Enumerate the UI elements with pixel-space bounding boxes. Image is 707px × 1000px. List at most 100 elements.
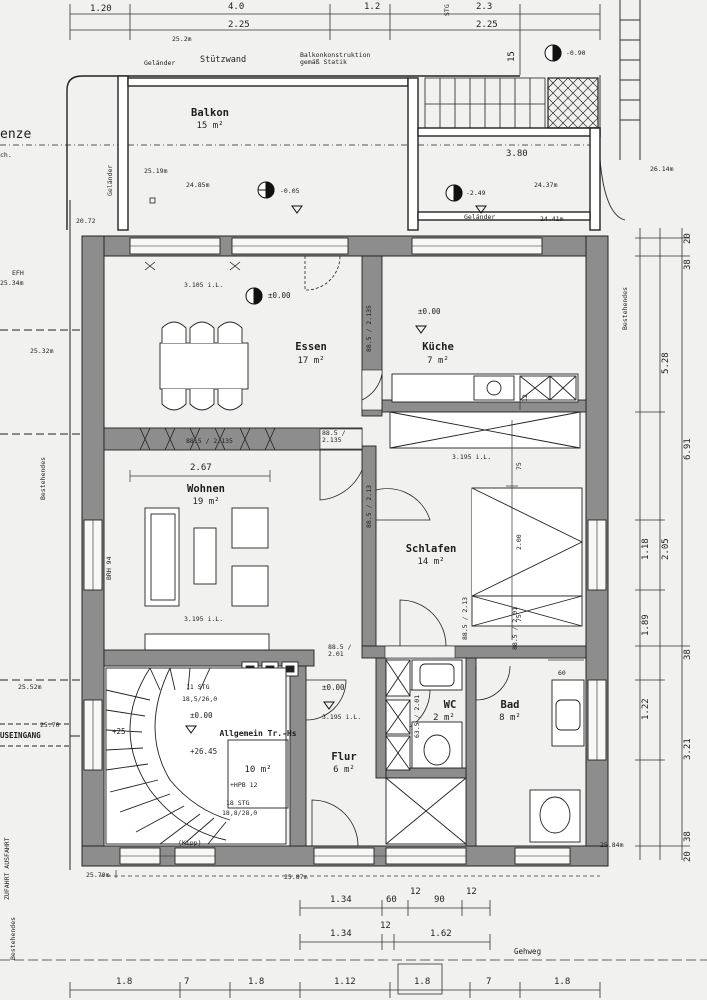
level-markers — [185, 44, 562, 734]
label-hpb: +HPB 12 — [230, 781, 258, 789]
room-wohnen-area: 19 m² — [192, 497, 220, 507]
terrace-stair — [424, 77, 546, 129]
dim-right-7: 38 — [683, 649, 693, 660]
dim-right-5: 2.05 — [661, 538, 671, 560]
dim-wc-door: 63.5 / 2.01 — [413, 694, 421, 738]
dim-kueche-12: 12 — [521, 394, 529, 402]
dim-schlafen-75a: 75 — [515, 462, 523, 470]
label-stg18: 18 STG — [226, 799, 250, 807]
kitchen-counter — [391, 373, 579, 403]
level-efh: 25.34m — [0, 279, 24, 287]
dim-bad-60: 60 — [558, 669, 566, 677]
label-gelaender-right: Geländer — [464, 213, 496, 221]
label-stg11: 11 STG — [186, 683, 210, 691]
label-zufahrt: ZUFAHRT AUSFAHRT — [3, 837, 11, 900]
label-li-schlafen: 3.195 i.L. — [452, 453, 492, 461]
door-openings — [319, 369, 456, 659]
dim-bottom-row3-1: 7 — [184, 977, 190, 987]
level-left-pt3: 25.70 — [40, 721, 60, 729]
dim-right-10: 20 — [683, 851, 693, 862]
label-bestehendes-right: Bestehendes — [621, 286, 629, 330]
dim-bottom-row1-3: 90 — [434, 895, 445, 905]
dim-right-1: 20 — [683, 233, 693, 244]
wall-tick-marks — [139, 261, 276, 451]
room-flur-name: Flur — [331, 751, 357, 763]
dim-top-0: 1.20 — [90, 4, 112, 14]
dim-right-11: 38 — [683, 831, 693, 842]
level-right-pt: 26.14m — [650, 165, 674, 173]
level-left-pt1: 25.32m — [30, 347, 54, 355]
balcony-drain — [149, 197, 156, 204]
label-stg11-ratio: 18,5/26,0 — [182, 695, 218, 703]
room-wc-name: WC — [443, 699, 457, 711]
door-swings — [304, 255, 511, 847]
dining-furniture — [159, 321, 249, 411]
dim-top-7: 15 — [507, 51, 517, 62]
room-schlafen-name: Schlafen — [405, 543, 457, 555]
spiral-stair — [105, 667, 289, 845]
dim-wohnen-brh: BRH 94 — [105, 556, 113, 580]
dim-balkon-38: 3.80 — [506, 149, 528, 159]
dim-bottom-row2-2: 1.62 — [430, 929, 452, 939]
dim-bottom-row3-0: 1.8 — [116, 977, 133, 987]
room-kueche-name: Küche — [422, 341, 454, 353]
room-bad-name: Bad — [500, 699, 520, 711]
dim-bottom-row2-1: 12 — [380, 921, 391, 931]
dim-schlafen-75b: 75 — [515, 614, 523, 622]
level-bottom3: 25.84m — [600, 841, 624, 849]
label-li-essen: 3.105 i.L. — [184, 281, 224, 289]
level-bottom2: 25.87m — [284, 873, 308, 881]
dim-top-1: 4.0 — [228, 2, 245, 12]
label-li-wohnen: 3.195 i.L. — [184, 615, 224, 623]
room-treppenhaus-area: 10 m² — [244, 765, 272, 775]
room-balkon-area: 15 m² — [196, 121, 224, 131]
window-openings — [83, 237, 607, 865]
dim-bb-885: 88.5 / 2.13 — [365, 484, 373, 528]
dim-bottom-row3-4: 1.8 — [414, 977, 431, 987]
label-gehweg: Gehweg — [514, 947, 542, 956]
dim-right-4: 1.18 — [641, 538, 651, 560]
dim-flur-door: 88.5 / 2.01 — [328, 643, 352, 658]
level-top-pt: 25.2m — [172, 35, 192, 43]
dim-essen-bottom: 88.5 / 2.135 — [186, 437, 233, 445]
label-bestehendes-bottom: Bestehendes — [9, 916, 17, 960]
dim-kueche-door: 88.5 / 2.135 — [365, 305, 373, 352]
label-efh: EFH — [12, 269, 24, 277]
entrance-markers — [0, 200, 80, 870]
dim-essen-door: 88.5 / 2.135 — [322, 429, 346, 444]
level-tr-plus25: +25 — [112, 727, 126, 736]
right-dimension-lines — [635, 228, 690, 860]
room-essen-area: 17 m² — [297, 356, 325, 366]
label-grenze-sub: ch. — [0, 151, 12, 159]
level-essen: ±0.00 — [268, 291, 291, 300]
room-essen-name: Essen — [295, 341, 327, 353]
dim-top-5: STG — [443, 4, 451, 16]
dim-top-4: 2.3 — [476, 2, 493, 12]
dim-bottom-row1-1: 60 — [386, 895, 397, 905]
dim-bottom-row1-2: 12 — [410, 887, 421, 897]
terrace-hatch — [547, 77, 599, 129]
balcony-structure — [0, 75, 601, 231]
level-terrasse-pt2: 24.41m — [540, 215, 564, 223]
dim-top-3: 1.2 — [364, 2, 381, 12]
dim-top-6: 2.25 — [476, 20, 498, 30]
label-stg18-ratio: 18,8/28,0 — [222, 809, 258, 817]
level-kueche: ±0.00 — [418, 307, 441, 316]
label-kipp: (Kipp) — [178, 839, 202, 847]
dim-top-2: 2.25 — [228, 20, 250, 30]
dim-schlafen-200: 2.00 — [515, 534, 523, 550]
room-treppenhaus-name: Allgemein Tr.-Hs — [219, 729, 297, 738]
room-schlafen-area: 14 m² — [417, 557, 445, 567]
neighbour-strip — [599, 0, 641, 221]
dim-sill-2072: 20.72 — [76, 217, 96, 225]
level-flur: ±0.00 — [322, 683, 345, 692]
dim-right-0: 38 — [683, 259, 693, 270]
bottom-dimension-lines — [0, 875, 707, 998]
room-kueche-area: 7 m² — [427, 356, 449, 366]
dim-right-8: 1.22 — [641, 698, 651, 720]
dim-bottom-row3-3: 1.12 — [334, 977, 356, 987]
living-furniture — [144, 507, 270, 651]
label-balkonkonstruktion: Balkonkonstruktion gemäß Statik — [300, 51, 371, 66]
room-bad-area: 8 m² — [499, 713, 521, 723]
